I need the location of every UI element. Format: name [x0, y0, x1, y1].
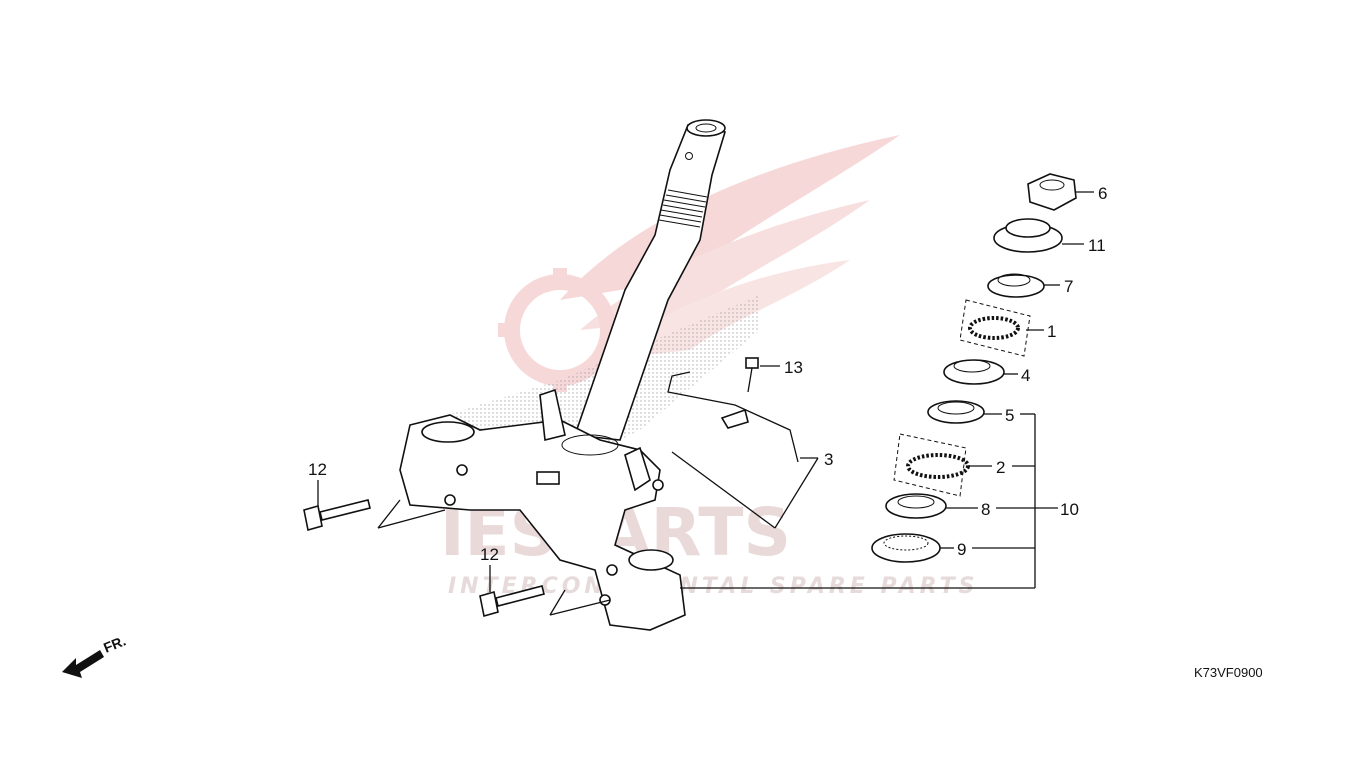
- front-direction-arrow: FR.: [62, 632, 128, 678]
- bolt-12-lower: [479, 585, 545, 618]
- callout-7: 7: [1064, 277, 1073, 296]
- bottom-bridge: [399, 388, 686, 631]
- lock-nut-6: [1027, 173, 1077, 211]
- wire-guide: [667, 371, 799, 463]
- callout-5: 5: [1005, 406, 1014, 425]
- callout-2: 2: [996, 458, 1005, 477]
- cone-race-7: [987, 273, 1045, 298]
- bolt-13: [745, 357, 759, 393]
- ball-race-5: [927, 400, 985, 424]
- direction-label: FR.: [101, 632, 128, 655]
- bolt-12-upper: [303, 499, 371, 532]
- callout-12-upper: 12: [308, 460, 327, 479]
- dust-seal-9: [871, 533, 941, 563]
- drawing-code: K73VF0900: [1194, 665, 1263, 680]
- callout-3: 3: [824, 450, 833, 469]
- steering-stem: [573, 119, 727, 441]
- wire-clamp: [720, 408, 749, 429]
- ball-set-2: [893, 433, 970, 497]
- ball-set-1: [959, 299, 1031, 357]
- callout-8: 8: [981, 500, 990, 519]
- leader-lines: [317, 191, 1094, 616]
- callout-12-lower: 12: [480, 545, 499, 564]
- callout-9: 9: [957, 540, 966, 559]
- ball-race-4: [943, 359, 1005, 385]
- cone-race-8: [885, 493, 947, 519]
- callout-11: 11: [1088, 236, 1106, 255]
- callout-4: 4: [1021, 366, 1030, 385]
- callout-6: 6: [1098, 184, 1107, 203]
- callout-13: 13: [784, 358, 803, 377]
- callout-1: 1: [1047, 322, 1056, 341]
- adjusting-nut-11: [993, 218, 1063, 253]
- callout-10: 10: [1060, 500, 1079, 519]
